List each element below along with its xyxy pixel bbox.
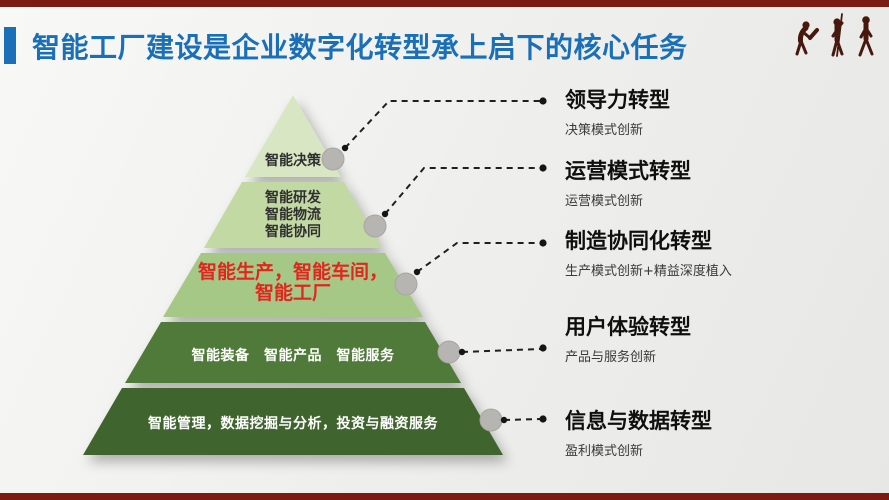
- level-text: 智能物流: [265, 207, 321, 223]
- transformation-label-4: 用户体验转型 产品与服务创新: [565, 311, 691, 365]
- connector-line-5: [503, 418, 541, 421]
- slide-title: 智能工厂建设是企业数字化转型承上启下的核心任务: [32, 31, 688, 64]
- transformation-label-2: 运营模式转型 运营模式创新: [565, 155, 691, 209]
- ape-legs: [795, 39, 808, 56]
- connector-dot: [341, 144, 349, 152]
- level-1-node: [321, 147, 345, 171]
- transformation-subtitle: 运营模式创新: [565, 194, 644, 209]
- transformation-title: 领导力转型: [565, 88, 670, 112]
- ape-club: [808, 28, 819, 40]
- connector-dot: [539, 415, 547, 423]
- top-edge-bar: [0, 0, 889, 7]
- man-head: [862, 16, 870, 24]
- title-accent-bar: [4, 27, 16, 64]
- level-2-node: [363, 214, 387, 238]
- pyramid-level-4-shape: [125, 322, 461, 383]
- bottom-edge-bar: [0, 493, 889, 500]
- man-legs: [858, 37, 874, 57]
- level-text: 智能工厂: [254, 282, 332, 304]
- level-4-node: [437, 340, 461, 364]
- transformation-title: 信息与数据转型: [565, 409, 712, 433]
- man-arms: [859, 26, 873, 39]
- pyramid-level-3-label: 智能生产，智能车间， 智能工厂: [198, 262, 388, 304]
- hunter-legs: [831, 38, 844, 57]
- connector-line-2: [384, 167, 540, 215]
- pyramid-level-2-shape: [204, 182, 382, 248]
- connector-dot: [458, 348, 466, 356]
- pyramid-level-5-shape: [83, 388, 503, 455]
- evolution-figures: [795, 13, 874, 57]
- level-text: 智能装备 智能产品 智能服务: [191, 348, 395, 364]
- pyramid-level-3-shape: [163, 253, 423, 317]
- transformation-label-5: 信息与数据转型 盈利模式创新: [565, 405, 712, 459]
- transformation-subtitle: 盈利模式创新: [565, 444, 644, 459]
- transformation-title: 运营模式转型: [565, 159, 691, 183]
- transformation-label-1: 领导力转型 决策模式创新: [565, 84, 670, 138]
- connector-end-dots: [341, 97, 547, 424]
- level-3-node: [394, 272, 418, 296]
- connector-dot: [539, 97, 547, 105]
- connector-line-4: [461, 348, 541, 353]
- pyramid-level-1-label: 智能决策: [265, 150, 321, 170]
- transformation-title: 用户体验转型: [565, 315, 691, 339]
- human-evolution-icon: [795, 13, 874, 57]
- transformation-subtitle: 产品与服务创新: [565, 350, 657, 365]
- pyramid-level-5-label: 智能管理，数据挖掘与分析，投资与融资服务: [148, 413, 438, 433]
- transformation-subtitle: 生产模式创新+精益深度植入: [565, 264, 732, 279]
- connector-dot: [413, 268, 421, 276]
- connector-dot: [381, 210, 389, 218]
- pyramid-levels: [83, 95, 503, 455]
- level-text: 智能管理，数据挖掘与分析，投资与融资服务: [148, 416, 438, 432]
- connector-dot: [539, 164, 547, 172]
- connector-line-1: [344, 100, 540, 149]
- pyramid-level-2-label: 智能研发 智能物流 智能协同: [265, 190, 321, 241]
- pyramid-level-4-label: 智能装备 智能产品 智能服务: [192, 345, 395, 365]
- connector-lines: [344, 100, 541, 421]
- level-text: 智能协同: [265, 224, 321, 240]
- transformation-subtitle: 决策模式创新: [565, 123, 644, 138]
- level-text: 智能生产，智能车间，: [197, 261, 389, 283]
- level-5-node: [479, 408, 503, 432]
- transformation-label-3: 制造协同化转型 生产模式创新+精益深度植入: [565, 225, 732, 279]
- connector-dot: [539, 239, 547, 247]
- pyramid-level-1-shape: [245, 95, 341, 177]
- hunter-arms: [831, 21, 844, 38]
- connector-dot: [539, 344, 547, 352]
- level-text: 智能决策: [265, 153, 321, 169]
- connector-dot: [500, 416, 508, 424]
- level-text: 智能研发: [265, 190, 321, 206]
- connector-line-3: [416, 242, 540, 273]
- transformation-title: 制造协同化转型: [565, 229, 712, 253]
